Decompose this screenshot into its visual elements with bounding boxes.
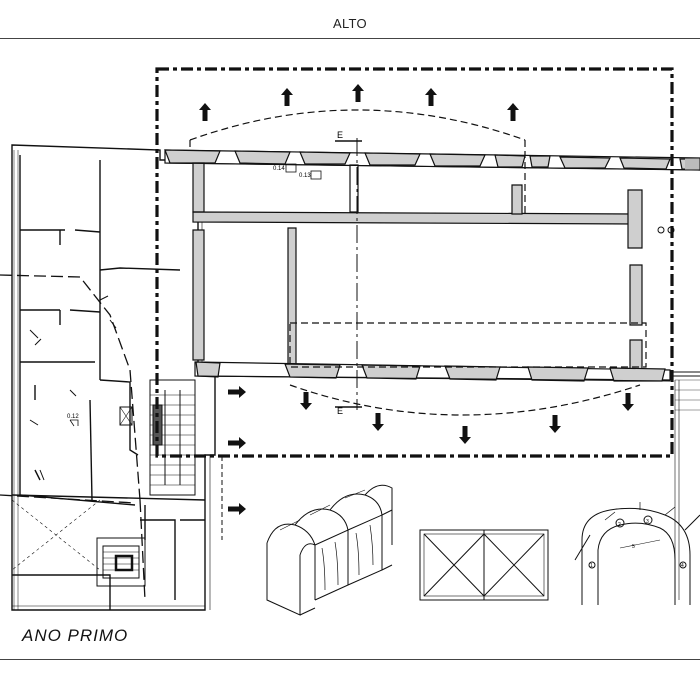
arrow-up-icon	[281, 88, 293, 106]
room-label-boxes	[69, 163, 322, 427]
vault-axonometric-sketch	[266, 484, 393, 616]
arrow-down-icon	[622, 393, 634, 411]
arrow-down-icon	[459, 426, 471, 444]
interior-dashed-rect	[289, 322, 647, 368]
room-labels: 0.14 0.13 0.12	[67, 166, 311, 420]
arch-detail-labels: 2 3 1 4 5	[590, 519, 684, 569]
cross-vault-plan	[419, 529, 549, 601]
arrow-down-icon	[300, 392, 312, 410]
left-dashed-outline	[0, 274, 146, 601]
room-label-014: 0.14	[273, 166, 285, 172]
svg-text:3: 3	[646, 519, 649, 525]
arrow-up-icon	[199, 103, 211, 121]
drawing-header: ALTO	[0, 0, 700, 38]
arrow-right-icon	[228, 437, 246, 449]
room-label-012: 0.12	[67, 414, 79, 420]
intervention-boundary	[155, 67, 674, 458]
arrow-down-icon	[372, 413, 384, 431]
section-mark-top: E	[337, 130, 343, 140]
bottom-border-line	[0, 659, 700, 660]
plan-caption: ANO PRIMO	[22, 626, 129, 645]
section-line-e	[335, 138, 362, 410]
arrow-up-icon	[507, 103, 519, 121]
existing-building-left	[11, 144, 216, 611]
arrow-right-icon	[228, 503, 246, 515]
arrow-right-icon	[228, 386, 246, 398]
room-label-013: 0.13	[299, 173, 311, 179]
stair-lower-left	[96, 537, 146, 587]
svg-text:4: 4	[681, 563, 684, 569]
svg-text:1: 1	[590, 563, 593, 569]
arrow-down-icon	[549, 415, 561, 433]
vault-projection-arcs	[189, 109, 641, 416]
arrow-up-icon	[352, 84, 364, 102]
arrows-right	[228, 386, 246, 515]
drawing-title: ALTO	[333, 16, 367, 31]
arch-section-detail	[574, 502, 700, 605]
arrows-up	[199, 84, 519, 121]
svg-text:2: 2	[618, 522, 621, 528]
wall-outlines	[164, 162, 700, 382]
top-border-line	[0, 38, 700, 39]
section-mark-bottom: E	[337, 406, 343, 416]
arrows-down	[300, 392, 634, 444]
arrow-up-icon	[425, 88, 437, 106]
svg-text:5: 5	[632, 544, 635, 550]
new-building-plan	[164, 149, 700, 382]
